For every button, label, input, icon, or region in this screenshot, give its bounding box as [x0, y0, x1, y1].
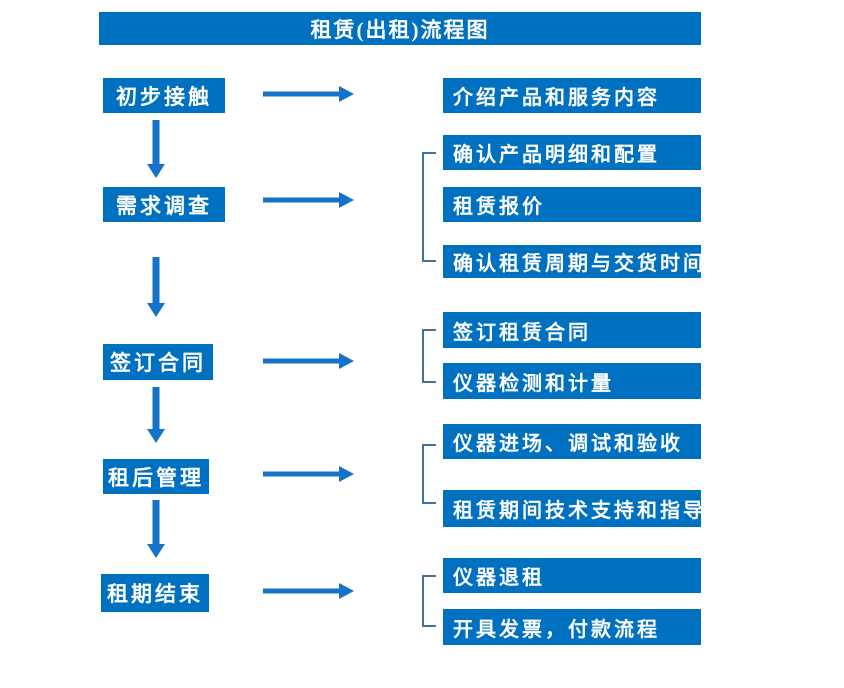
output-box-invoice-payment-process: 开具发票，付款流程 — [443, 609, 701, 645]
step-box-sign-contract: 签订合同 — [103, 344, 213, 380]
output-box-technical-support-guidance: 租赁期间技术支持和指导 — [443, 490, 703, 527]
bracket-group-sign-contract — [421, 329, 436, 383]
output-box-confirm-lease-period-delivery: 确认租赁周期与交货时间 — [443, 245, 703, 278]
right-arrow-icon-3 — [263, 353, 354, 369]
down-arrow-icon-4 — [147, 500, 165, 558]
output-box-rental-quotation: 租赁报价 — [443, 187, 701, 222]
output-box-instrument-entry-debug-acceptance: 仪器进场、调试和验收 — [443, 424, 701, 459]
right-arrow-icon-2 — [263, 192, 354, 208]
bracket-group-demand-survey — [421, 152, 436, 262]
page-title: 租赁(出租)流程图 — [310, 17, 490, 42]
step-box-post-rental-management: 租后管理 — [103, 459, 209, 494]
right-arrow-icon-5 — [263, 583, 354, 599]
step-box-lease-end: 租期结束 — [101, 574, 209, 612]
title-bar: 租赁(出租)流程图 — [99, 12, 701, 45]
down-arrow-icon-3 — [147, 387, 165, 443]
step-box-demand-survey: 需求调查 — [103, 187, 225, 222]
down-arrow-icon-2 — [147, 257, 165, 317]
output-box-introduce-products-services: 介绍产品和服务内容 — [443, 78, 701, 113]
output-box-sign-lease-contract: 签订租赁合同 — [443, 312, 701, 348]
down-arrow-icon-1 — [147, 120, 165, 178]
output-box-confirm-product-details: 确认产品明细和配置 — [443, 135, 701, 170]
output-box-instrument-inspection-metering: 仪器检测和计量 — [443, 363, 701, 399]
bracket-group-post-rental — [421, 444, 436, 504]
right-arrow-icon-4 — [263, 466, 354, 482]
step-box-initial-contact: 初步接触 — [103, 78, 225, 113]
right-arrow-icon-1 — [263, 86, 354, 102]
bracket-group-lease-end — [421, 575, 436, 627]
output-box-instrument-return: 仪器退租 — [443, 558, 701, 593]
